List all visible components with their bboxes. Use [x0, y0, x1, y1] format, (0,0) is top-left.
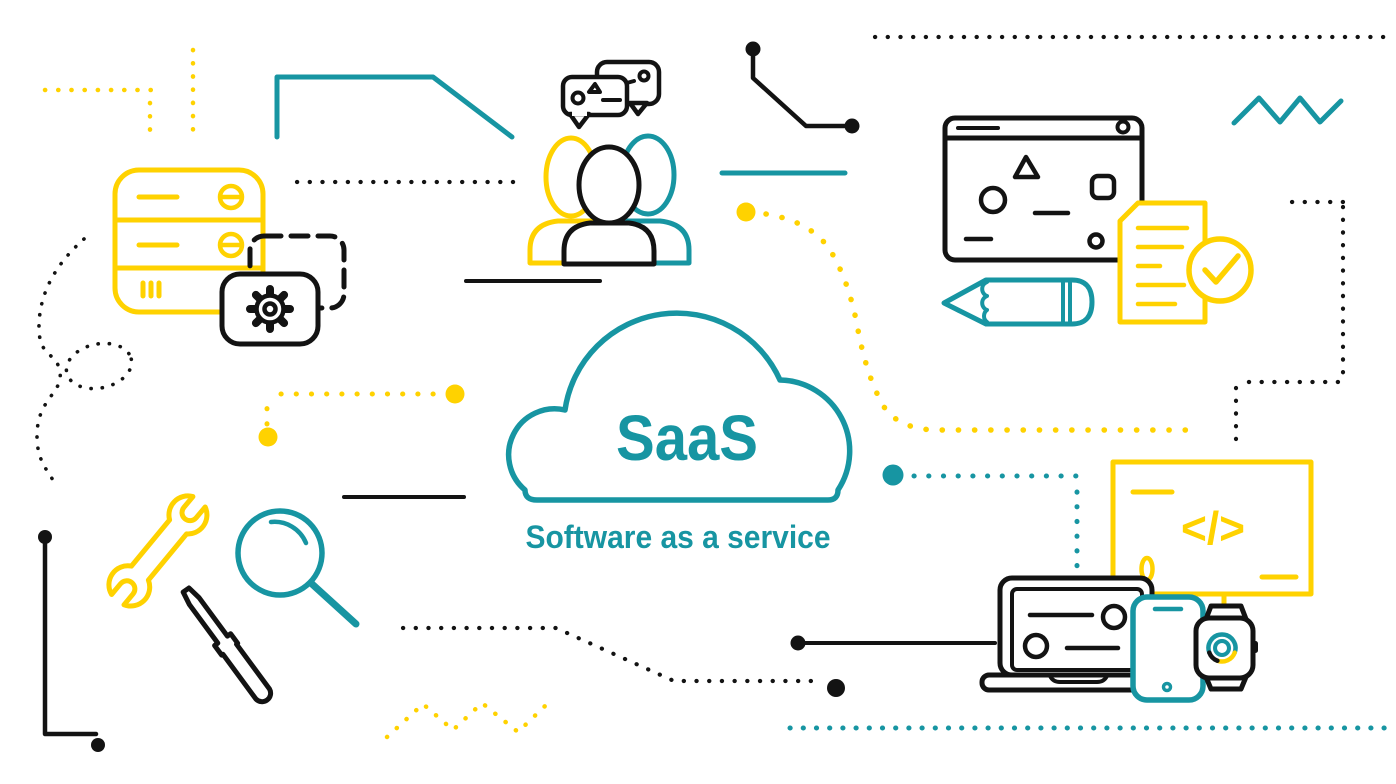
- check-mark: [1202, 253, 1241, 285]
- laptop-notch: [1048, 674, 1109, 684]
- magnifier-icon: [235, 508, 360, 628]
- phone-home-button: [1161, 681, 1173, 693]
- circuit-line: [42, 541, 99, 737]
- screen-circle: [1100, 603, 1128, 631]
- bubble-triangle: [587, 82, 602, 94]
- person-shoulders-black: [561, 220, 657, 267]
- circuit-line: [750, 53, 851, 129]
- settings-panel-icon: [219, 271, 321, 347]
- browser-frame: [942, 115, 1145, 263]
- accent-polyline: [274, 74, 515, 140]
- pencil-icon: [941, 277, 1095, 327]
- code-sign-icon: </>: [1110, 459, 1314, 645]
- screwdriver-icon: [180, 585, 274, 705]
- zigzag-line-icon: [1231, 95, 1344, 126]
- pencil-tip: [943, 293, 961, 313]
- check-circle-icon: [1186, 236, 1254, 304]
- magnifier-glare: [268, 519, 309, 546]
- watch-body: [1193, 615, 1256, 681]
- bubble-circle: [637, 69, 651, 83]
- dotted-zigzag: [384, 700, 548, 740]
- team-icon: [527, 133, 692, 267]
- dotted-loop: [64, 341, 134, 391]
- line-end-dot: [745, 41, 761, 57]
- tail-joint: [572, 110, 587, 116]
- circle-shape: [978, 185, 1008, 215]
- bubble-circle: [570, 90, 586, 106]
- magnifier-handle: [308, 580, 360, 628]
- yellow-dot: [445, 384, 465, 404]
- line-end-dot: [844, 118, 860, 134]
- code-symbol: </>: [1181, 502, 1245, 554]
- triangle-shape: [1012, 154, 1041, 180]
- dotted-path: [400, 625, 821, 684]
- line-end-dot: [827, 679, 845, 697]
- screen-circle: [1022, 632, 1050, 660]
- chat-bubbles-icon: [560, 59, 662, 130]
- square-shape: [1089, 173, 1117, 201]
- dotted-curve: [763, 211, 1199, 433]
- server-icon: [112, 167, 266, 315]
- small-circle-shape: [1087, 232, 1105, 250]
- teal-dot: [882, 464, 904, 486]
- wrench-icon: [106, 493, 210, 609]
- document-outline: [1117, 200, 1208, 325]
- smartwatch-icon: [1193, 603, 1258, 692]
- server-vents: [140, 280, 162, 299]
- gear-icon: [246, 285, 294, 333]
- line-end-dot: [38, 530, 52, 544]
- person-head-black: [576, 144, 642, 226]
- sign-board: [1110, 459, 1314, 597]
- pencil-wood-edge: [980, 280, 989, 324]
- watch-ring-inner: [1213, 639, 1231, 657]
- dotted-decorations: [35, 34, 1395, 752]
- checklist-document-icon: [1117, 200, 1254, 325]
- yellow-dot: [258, 427, 278, 447]
- pencil-band: [1061, 279, 1072, 325]
- browser-control-circle: [1115, 119, 1131, 135]
- laptop-icon: [979, 575, 1163, 693]
- watch-ring-black: [1207, 650, 1220, 663]
- watch-ring-teal: [1206, 632, 1238, 655]
- dotted-curve: [35, 237, 86, 489]
- line-end-dot: [91, 738, 105, 752]
- page-title: SaaS: [616, 402, 758, 474]
- yellow-dot: [736, 202, 756, 222]
- wrench-body: [106, 493, 210, 609]
- cloud-outline: [505, 310, 853, 503]
- browser-window-icon: [942, 115, 1145, 263]
- screwdriver-body: [180, 585, 274, 705]
- chat-bubble-front: [560, 74, 630, 118]
- cloud-icon: SaaS: [505, 310, 853, 503]
- smartphone-icon: [1130, 594, 1206, 703]
- chat-bubble-tail: [627, 100, 650, 117]
- page-subtitle: Software as a service: [526, 519, 831, 555]
